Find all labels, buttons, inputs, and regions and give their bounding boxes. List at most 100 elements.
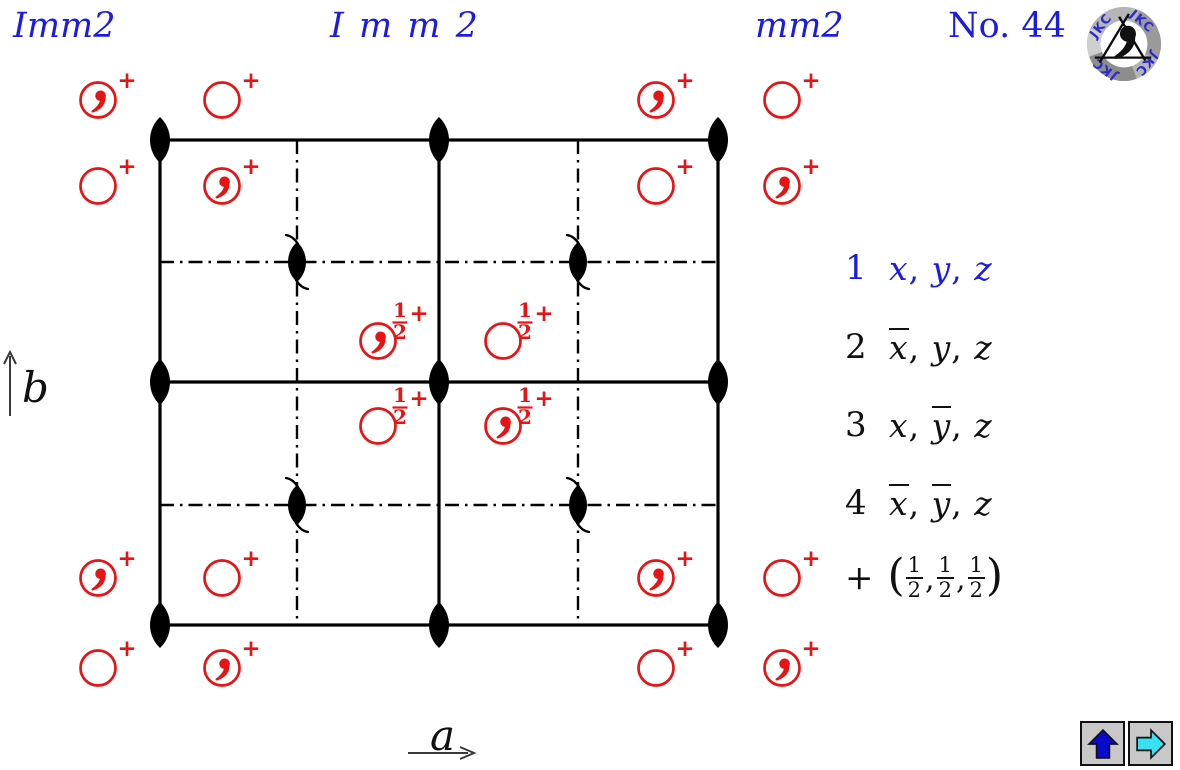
svg-text:2: 2 — [518, 405, 532, 429]
axis-a: a — [408, 711, 477, 760]
nav-next-button[interactable] — [1128, 721, 1173, 766]
a-axis-arrowhead — [459, 746, 477, 760]
position-number: 4 — [845, 483, 867, 523]
general-position-circle: 12+ — [359, 383, 429, 445]
plus-height-label: + — [675, 546, 694, 572]
up-arrow-icon — [1086, 728, 1119, 759]
centering-plus: + — [845, 557, 874, 598]
general-position-circle-comma: + — [763, 154, 821, 205]
general-position-circle: + — [203, 68, 261, 119]
plus-height-label: + — [117, 154, 136, 180]
twofold-axis-icon — [150, 359, 170, 405]
general-position-circle-comma: + — [637, 68, 695, 119]
general-position-circle: + — [79, 636, 137, 687]
svg-text:1: 1 — [518, 298, 532, 322]
general-position-circle: + — [637, 636, 695, 687]
plus-height-label: + — [117, 636, 136, 662]
position-row: 2 x, y, z — [845, 322, 993, 372]
general-position-circle: + — [763, 68, 821, 119]
svg-text:1: 1 — [518, 383, 532, 407]
general-position-circle: + — [763, 546, 821, 597]
general-position-circle-comma: 12+ — [359, 298, 429, 360]
b-axis-label: b — [22, 363, 49, 412]
half-plus-height-label: 12+ — [517, 383, 554, 429]
nav-up-button[interactable] — [1080, 721, 1125, 766]
plus-height-label: + — [801, 68, 820, 94]
axis-b: b — [3, 349, 49, 416]
twofold-axis-icon — [429, 602, 449, 648]
plus-height-label: + — [241, 546, 260, 572]
svg-text:1: 1 — [393, 298, 407, 322]
plus-height-label: + — [241, 636, 260, 662]
paren-open: ( — [887, 550, 905, 601]
general-position-circle-comma: + — [203, 636, 261, 687]
screw-axis-21-icon — [284, 233, 310, 291]
general-position-circle-comma: 12+ — [484, 383, 554, 445]
twofold-axis-icon — [707, 359, 728, 405]
position-row: 4 x, y, z — [845, 478, 993, 528]
svg-text:2: 2 — [393, 405, 407, 429]
svg-text:2: 2 — [393, 320, 407, 344]
general-position-circle: + — [203, 546, 261, 597]
twofold-axis-icon — [707, 602, 728, 648]
svg-text:+: + — [534, 301, 553, 327]
position-number: 3 — [845, 405, 867, 445]
position-coordinates: x, y, z — [889, 405, 993, 445]
screw-axis-21-icon — [565, 476, 591, 534]
svg-text:1: 1 — [393, 383, 407, 407]
plus-height-label: + — [801, 636, 820, 662]
general-position-circle-comma: + — [203, 154, 261, 205]
svg-text:+: + — [409, 301, 428, 327]
space-group-short-symbol: Imm2 — [13, 6, 116, 46]
position-coordinates: x, y, z — [889, 483, 993, 523]
plus-height-label: + — [675, 636, 694, 662]
half-plus-height-label: 12+ — [392, 383, 429, 429]
position-row: 1 x, y, z — [845, 243, 993, 293]
half-plus-height-label: 12+ — [517, 298, 554, 344]
logo-comma — [1114, 25, 1136, 59]
position-row: 3 x, y, z — [845, 400, 993, 450]
plus-height-label: + — [241, 154, 260, 180]
screw-axis-21-icon — [284, 476, 310, 534]
paren-close: ) — [985, 550, 1004, 601]
screw-axis-21-icon — [565, 233, 591, 291]
position-number: 2 — [845, 327, 867, 367]
general-position-circle-comma: + — [79, 546, 137, 597]
a-axis-label: a — [430, 711, 455, 760]
plus-height-label: + — [241, 68, 260, 94]
general-position-circle-comma: + — [763, 636, 821, 687]
twofold-axis-icon — [150, 602, 170, 648]
svg-text:+: + — [534, 386, 553, 412]
twofold-axis-icon — [429, 117, 449, 163]
right-arrow-icon — [1135, 727, 1166, 760]
position-coordinates: x, y, z — [889, 327, 993, 367]
plus-height-label: + — [117, 68, 136, 94]
svg-text:+: + — [409, 386, 428, 412]
position-number: 1 — [845, 248, 867, 288]
twofold-axis-icon — [150, 117, 170, 163]
plus-height-label: + — [675, 68, 694, 94]
space-group-full-symbol: I m m 2 — [330, 6, 480, 46]
twofold-axis-icon — [707, 117, 728, 163]
plus-height-label: + — [675, 154, 694, 180]
plus-height-label: + — [801, 154, 820, 180]
general-position-circle-comma: + — [637, 546, 695, 597]
twofold-axis-icon — [429, 359, 449, 405]
plus-height-label: + — [801, 546, 820, 572]
general-position-circle: 12+ — [484, 298, 554, 360]
half-plus-height-label: 12+ — [392, 298, 429, 344]
space-group-number: No. 44 — [948, 6, 1066, 46]
position-coordinates: x, y, z — [889, 248, 993, 288]
general-position-circle: + — [79, 154, 137, 205]
svg-text:2: 2 — [518, 320, 532, 344]
general-position-circle: + — [637, 154, 695, 205]
plus-height-label: + — [117, 546, 136, 572]
point-group-symbol: mm2 — [755, 6, 844, 46]
general-position-circle-comma: + — [79, 68, 137, 119]
